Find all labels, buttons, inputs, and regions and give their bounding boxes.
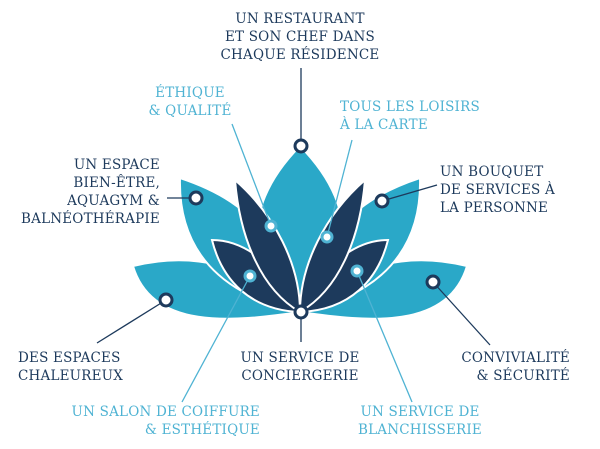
petal-leaf-right-navy	[298, 177, 367, 314]
label-ethique: ÉTHIQUE & QUALITÉ	[148, 85, 232, 119]
connector-convivialite	[432, 281, 491, 346]
connector-espaces	[96, 299, 167, 344]
label-conciergerie: UN SERVICE DE CONCIERGERIE	[240, 350, 360, 384]
label-espaces: DES ESPACES CHALEUREUX	[18, 350, 124, 384]
label-loisirs: TOUS LES LOISIRS À LA CARTE	[340, 99, 480, 133]
connector-loisirs	[326, 139, 353, 238]
connector-ethique	[231, 123, 272, 227]
marker-restaurant	[293, 138, 309, 154]
marker-salon	[243, 269, 257, 283]
petal-leaf-left-navy	[233, 177, 302, 314]
marker-bouquet	[374, 193, 390, 209]
connector-blanchisserie	[356, 270, 413, 403]
label-convivialite: CONVIVIALITÉ & SÉCURITÉ	[461, 350, 570, 384]
connector-lines	[96, 68, 491, 346]
connector-bouquet	[381, 184, 438, 202]
markers	[158, 138, 441, 320]
marker-loisirs	[320, 230, 334, 244]
marker-conciergerie	[293, 304, 309, 320]
label-bien-etre: UN ESPACE BIEN-ÊTRE, AQUAGYM & BALNÉOTHÉ…	[21, 157, 160, 227]
label-salon: UN SALON DE COIFFURE & ESTHÉTIQUE	[71, 404, 260, 438]
marker-ethique	[264, 219, 278, 233]
label-restaurant: UN RESTAURANT ET SON CHEF DANS CHAQUE RÉ…	[220, 11, 380, 63]
marker-blanchisserie	[350, 264, 364, 278]
label-blanchisserie: UN SERVICE DE BLANCHISSERIE	[358, 404, 482, 438]
marker-convivialite	[425, 274, 441, 290]
marker-bien-etre	[188, 190, 204, 206]
connector-lines-light	[181, 123, 413, 403]
marker-espaces	[158, 292, 174, 308]
label-bouquet: UN BOUQUET DE SERVICES À LA PERSONNE	[440, 164, 555, 216]
connector-salon	[181, 275, 251, 403]
